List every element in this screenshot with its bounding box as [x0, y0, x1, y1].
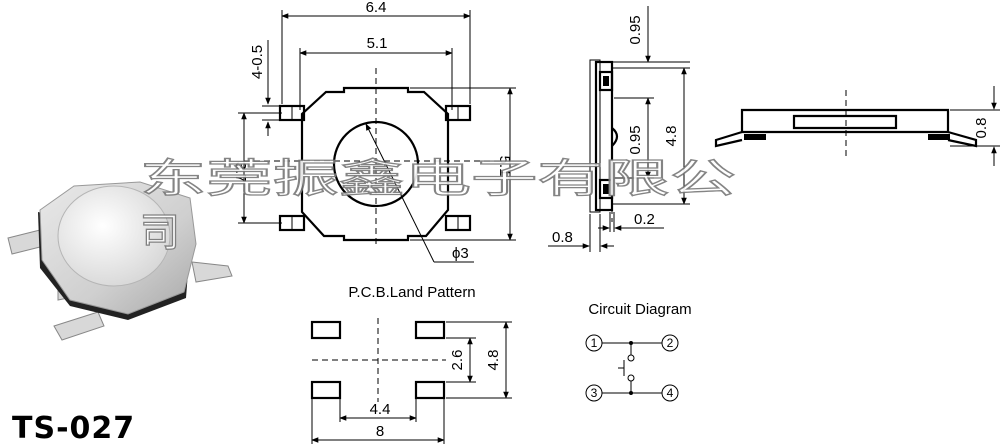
- land-pad: [414, 320, 446, 340]
- button-circle: [332, 120, 420, 208]
- product-photo: [7, 181, 233, 341]
- pcb-inner-height-label: 2.6: [449, 350, 466, 371]
- circuit-diagram: Circuit Diagram 1 2 3 4: [585, 301, 692, 402]
- side-pin-offset-label: 0.2: [634, 211, 655, 228]
- top-view: 6.4 5.1 4-0.5 3.7 5.1 ϕ3: [232, 0, 516, 263]
- inner-width-dimension-label: 5.1: [367, 35, 388, 52]
- side-body-outline: [594, 60, 614, 212]
- company-watermark: 东莞振鑫电子有限公 司: [139, 155, 736, 256]
- model-number: TS-027: [12, 411, 135, 446]
- side-top-offset-label: 0.95: [627, 15, 644, 44]
- pcb-inner-width-label: 4.4: [370, 401, 391, 418]
- pcb-land-pattern-title: P.C.B.Land Pattern: [348, 284, 475, 301]
- side-pin-width-label: 0.8: [552, 229, 573, 246]
- watermark-line-1: 东莞振鑫电子有限公: [140, 156, 736, 202]
- watermark-line-2: 司: [140, 210, 180, 256]
- pcb-land-pattern: P.C.B.Land Pattern 4.8 2.6 4.4 8: [310, 284, 512, 444]
- side-mid-label: 0.95: [627, 125, 644, 154]
- pcb-outer-width-label: 8: [376, 423, 384, 440]
- switch-body-outline: [300, 86, 450, 242]
- side-height-label: 4.8: [663, 126, 680, 147]
- button-diameter-label: ϕ3: [452, 245, 469, 262]
- pin-length-dimension-label: 4-0.5: [249, 45, 266, 79]
- svg-text:2: 2: [667, 336, 674, 350]
- svg-text:1: 1: [591, 336, 598, 350]
- land-pad: [414, 380, 446, 400]
- pcb-outer-height-label: 4.8: [485, 350, 502, 371]
- body-height-dimension-label: 5.1: [496, 156, 513, 177]
- svg-text:4: 4: [667, 386, 674, 400]
- pin-4: 4: [661, 384, 679, 402]
- profile-height-label: 0.8: [973, 118, 990, 139]
- land-pad: [310, 320, 342, 340]
- width-dimension-label: 6.4: [366, 0, 387, 16]
- side-view: 0.95 4.8 0.95 0.2 0.8: [548, 6, 690, 252]
- circuit-diagram-title: Circuit Diagram: [588, 301, 691, 318]
- pin-1: 1: [585, 334, 603, 352]
- land-pad: [310, 380, 342, 400]
- svg-text:3: 3: [591, 386, 598, 400]
- pin-2: 2: [661, 334, 679, 352]
- profile-view: 0.8: [714, 86, 1000, 166]
- pin-3: 3: [585, 384, 603, 402]
- pin-spacing-dimension-label: 3.7: [232, 162, 249, 183]
